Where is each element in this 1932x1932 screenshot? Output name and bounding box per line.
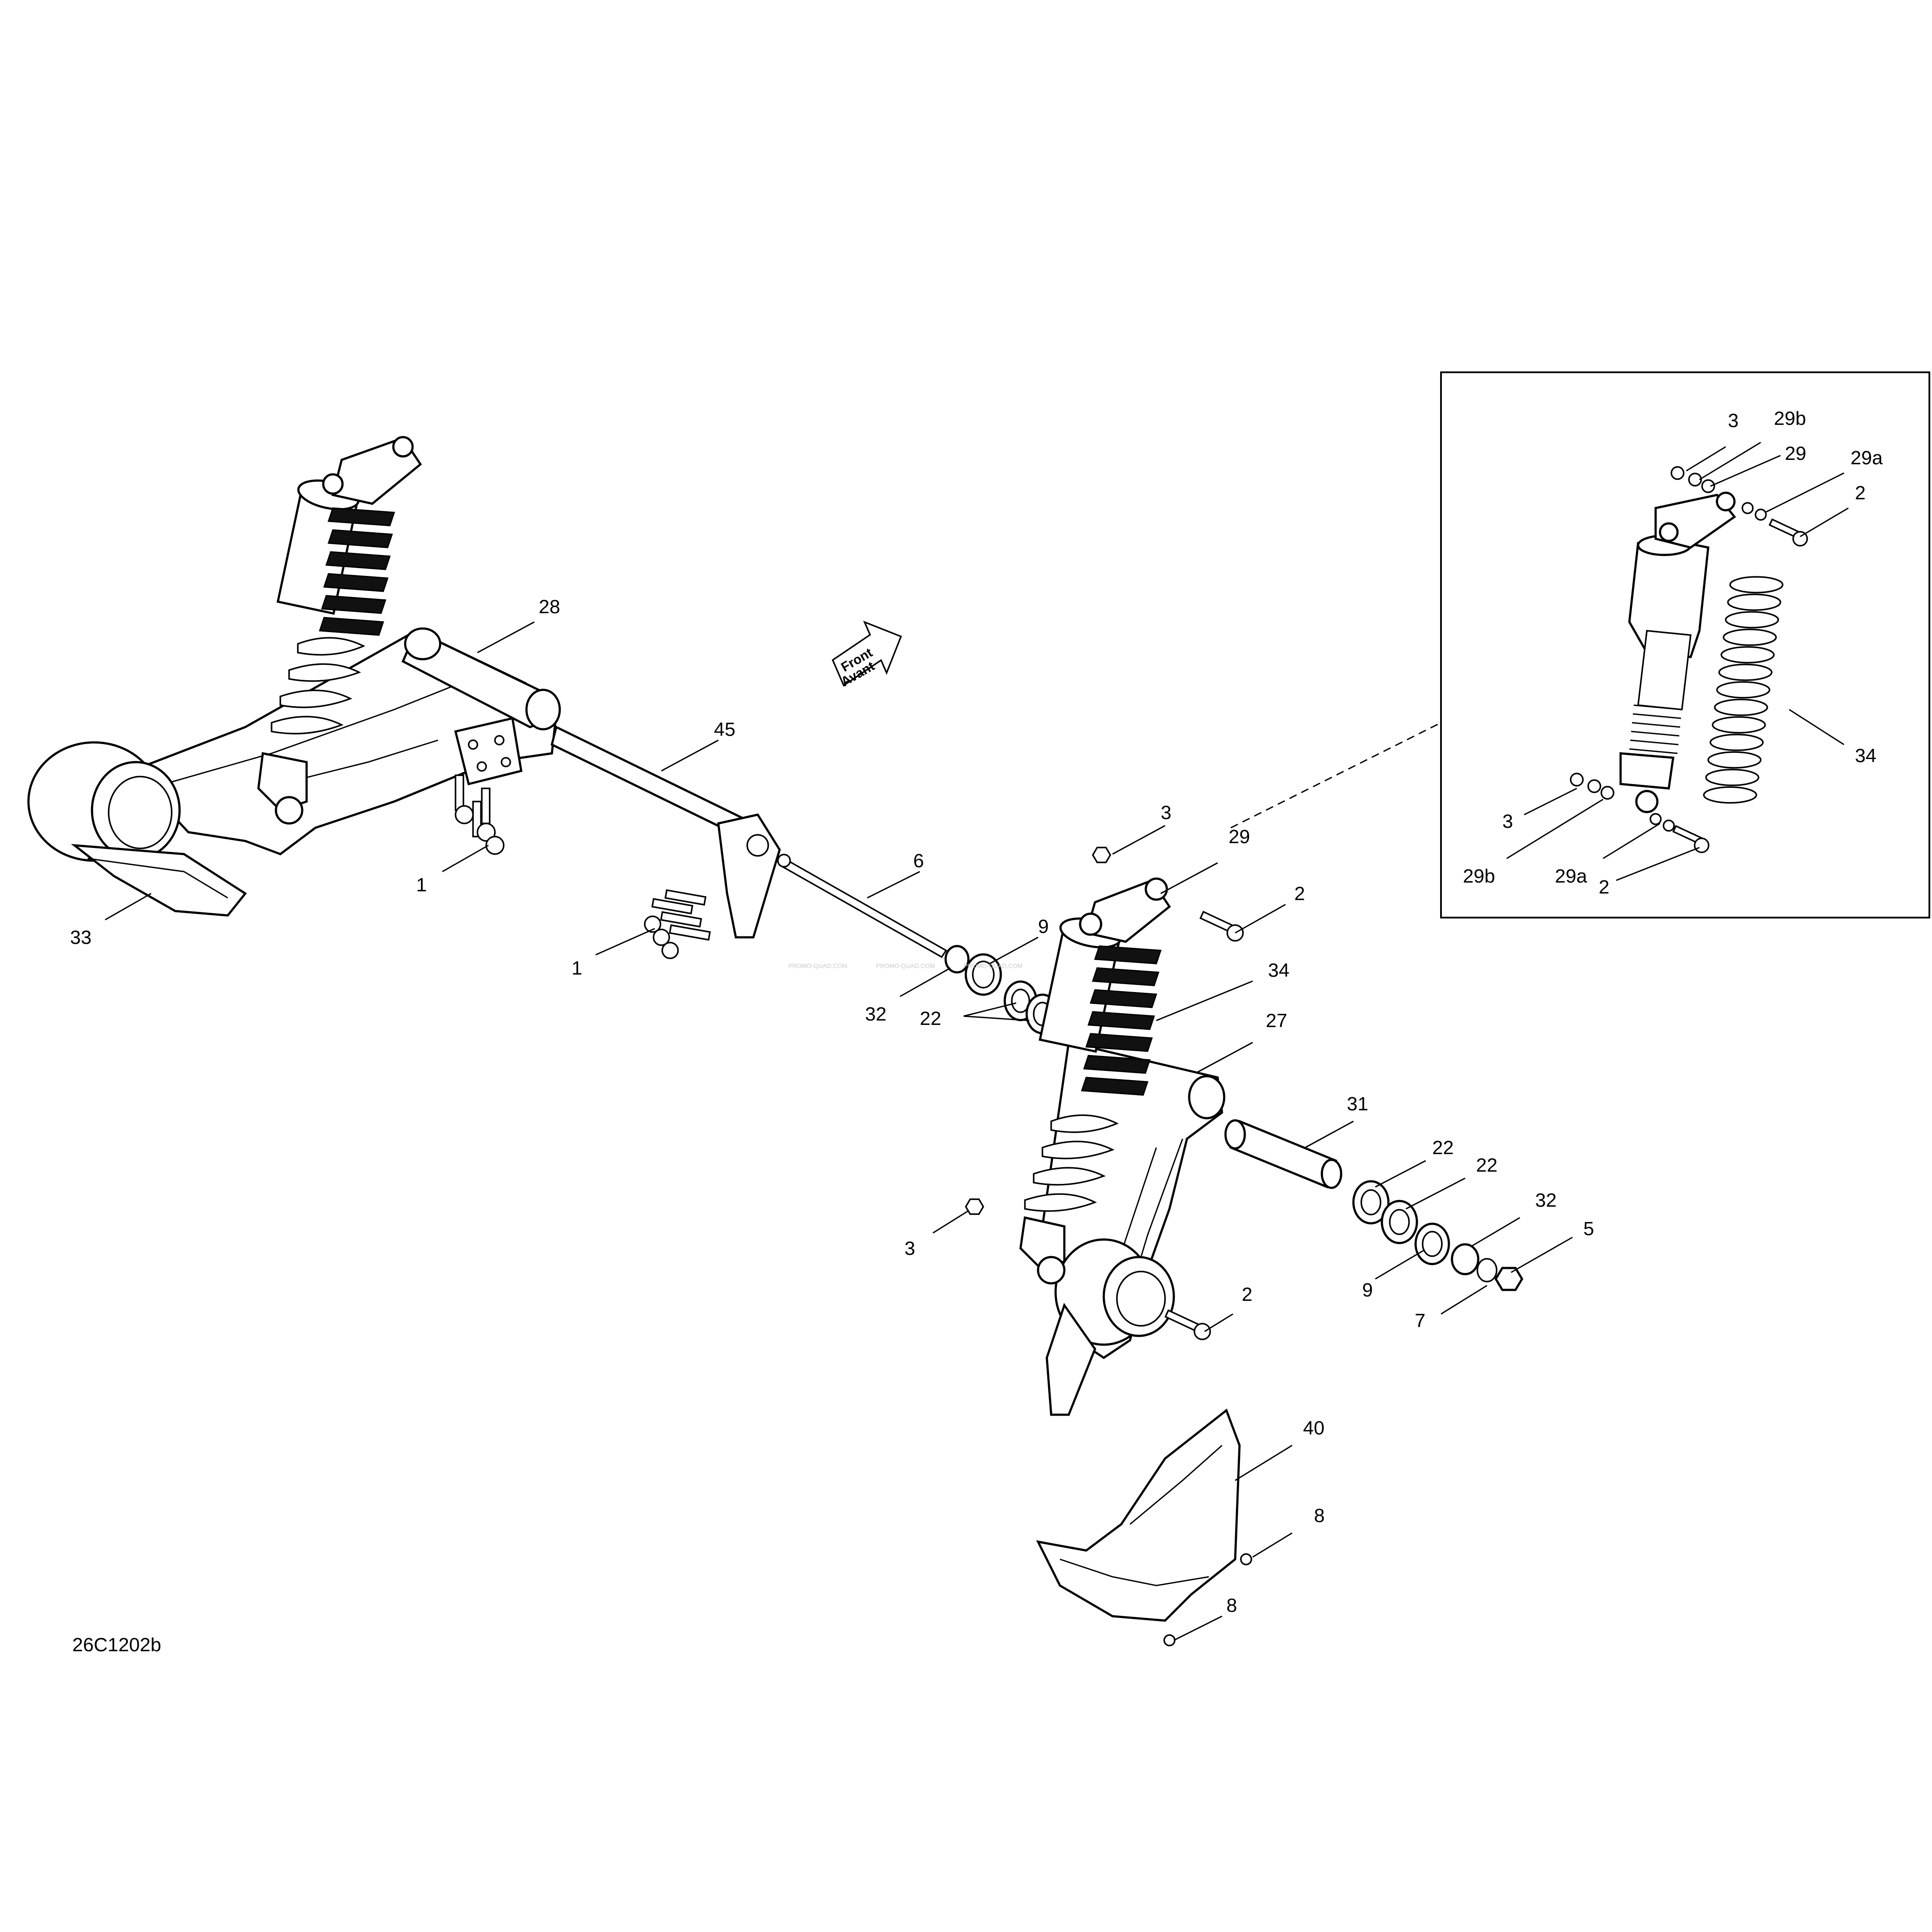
inset-damper-bellows <box>1629 704 1682 754</box>
lever-arm <box>717 813 781 939</box>
right-coil-spring <box>1024 945 1162 1212</box>
callout-29: 29 <box>1229 826 1250 848</box>
inset-callout-29b-bottom: 29b <box>1463 865 1495 887</box>
callout-8b: 8 <box>1226 1595 1237 1616</box>
callout-1b: 1 <box>572 957 582 979</box>
right-shock-absorber <box>1019 877 1171 1285</box>
callouts-main: 1 1 33 28 45 6 9 32 22 3 29 2 34 27 31 2… <box>70 596 1594 1616</box>
callout-22a: 22 <box>920 1008 941 1029</box>
callout-1a: 1 <box>416 874 427 896</box>
inset-callout-29a-top: 29a <box>1851 447 1883 469</box>
guard-40 <box>1036 1408 1241 1622</box>
callout-2b: 2 <box>1242 1284 1252 1305</box>
callout-33: 33 <box>70 927 92 948</box>
mount-bracket <box>454 717 523 786</box>
left-coil-spring <box>271 507 396 735</box>
inset-callout-2b: 2 <box>1599 876 1609 898</box>
inset-coil-spring-34 <box>1703 576 1784 804</box>
callout-7: 7 <box>1415 1310 1425 1332</box>
drawing-code: 26C1202b <box>72 1634 161 1656</box>
shock-detail-inset <box>1440 371 1930 918</box>
left-shock-absorber <box>257 436 422 825</box>
callout-34: 34 <box>1268 960 1289 981</box>
nut-5 <box>1494 1267 1523 1291</box>
callout-3b: 3 <box>904 1238 915 1259</box>
watermark-3: PROMO-QUAD.COM <box>964 962 1023 969</box>
watermark-1: PROMO-QUAD.COM <box>788 962 848 969</box>
callout-45: 45 <box>714 719 735 740</box>
callout-9a: 9 <box>1038 916 1049 937</box>
left-swing-arm-assembly <box>27 436 781 959</box>
inset-callout-3a: 3 <box>1728 410 1738 431</box>
bolt-6 <box>778 857 947 958</box>
washer-32b <box>1451 1243 1480 1275</box>
skid-plate-33 <box>71 844 247 917</box>
inset-callout-29a-bottom: 29a <box>1555 865 1587 887</box>
callout-40: 40 <box>1303 1417 1324 1439</box>
inset-callout-29b-top: 29b <box>1774 408 1806 429</box>
inset-callout-2a: 2 <box>1855 482 1865 504</box>
callout-22b: 22 <box>1432 1137 1454 1158</box>
callout-3a: 3 <box>1161 802 1171 823</box>
shaft-45 <box>551 725 746 838</box>
washer-32 <box>944 945 970 974</box>
callout-22c: 22 <box>1476 1155 1498 1176</box>
callout-6: 6 <box>913 850 924 872</box>
bolt-8b <box>1163 1634 1176 1646</box>
callout-32a: 32 <box>865 1003 887 1025</box>
watermark-2: PROMO-QUAD.COM <box>876 962 935 969</box>
bolt-8a <box>1240 1553 1252 1565</box>
callout-32b: 32 <box>1535 1190 1557 1211</box>
callout-2a: 2 <box>1294 883 1305 904</box>
front-direction-arrow: Front Avant <box>831 621 902 689</box>
bolt-set-1-upper <box>455 774 505 855</box>
callout-9b: 9 <box>1362 1279 1373 1301</box>
callout-28: 28 <box>539 596 560 618</box>
inset-connector-dashed <box>1230 722 1441 829</box>
callout-31: 31 <box>1347 1093 1368 1115</box>
washer-7 <box>1476 1258 1498 1282</box>
leader-lines <box>105 441 1849 1641</box>
bolt-set-1-lower <box>644 889 711 959</box>
nut-3-lower <box>964 1198 985 1215</box>
inset-callout-29: 29 <box>1785 443 1806 464</box>
callout-8a: 8 <box>1314 1505 1324 1526</box>
callout-27: 27 <box>1266 1010 1287 1031</box>
nut-3-top <box>1091 847 1112 863</box>
callout-5: 5 <box>1583 1218 1594 1240</box>
callouts-inset: 3 29b 29 29a 2 34 3 29b 29a 2 <box>1463 408 1883 898</box>
inset-callout-34: 34 <box>1855 745 1876 766</box>
inset-callout-3b: 3 <box>1502 811 1513 832</box>
sleeve-31 <box>1229 1120 1338 1189</box>
